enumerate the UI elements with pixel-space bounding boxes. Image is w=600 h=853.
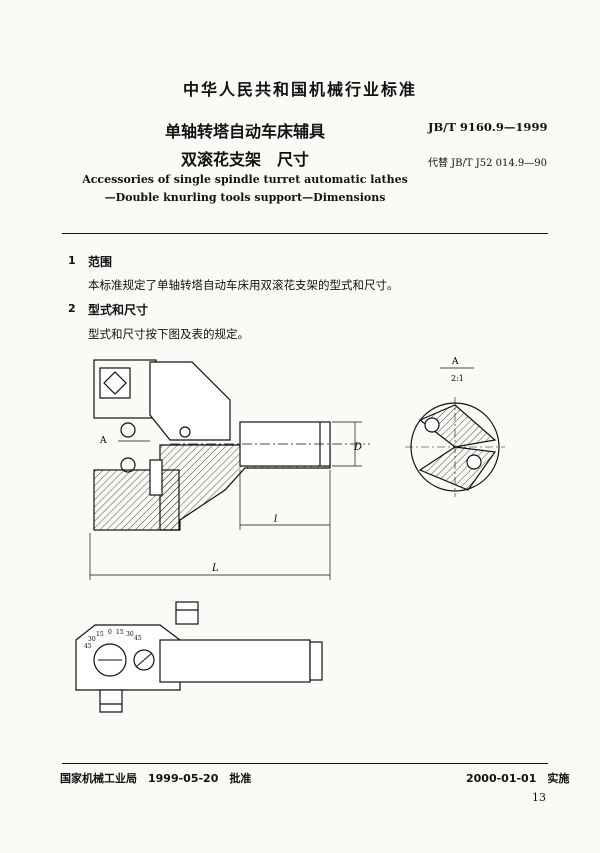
title-chinese-line1: 单轴转塔自动车床辅具 — [164, 122, 325, 141]
section-1-number: 1 — [68, 254, 76, 267]
header-divider — [62, 233, 548, 234]
section-2-text: 型式和尺寸按下图及表的规定。 — [88, 327, 249, 341]
dial-mark-30-left: 30 — [88, 636, 96, 643]
dimension-D-label: D — [353, 442, 362, 453]
implementation-date: 2000-01-01 实施 — [466, 772, 570, 785]
dial-mark-15-left: 15 — [96, 631, 104, 638]
title-english-line2: —Double knurling tools support—Dimension… — [104, 191, 386, 204]
dial-mark-45-left: 45 — [84, 643, 92, 650]
dial-mark-30-right: 30 — [126, 631, 134, 638]
plan-view — [75, 601, 323, 713]
dimension-L-label: L — [211, 563, 219, 574]
issuing-body-heading: 中华人民共和国机械行业标准 — [182, 80, 417, 99]
front-view — [89, 359, 370, 580]
dial-mark-15-right: 15 — [116, 629, 124, 636]
view-A-marker: A — [99, 436, 107, 446]
detail-view-title: A — [451, 357, 459, 367]
dial-mark-45-right: 45 — [134, 635, 142, 642]
dial-mark-0: 0 — [108, 629, 112, 636]
standard-number: JB/T 9160.9—1999 — [428, 120, 548, 134]
section-2-number: 2 — [68, 302, 76, 315]
replaced-standard: 代替 JB/T J52 014.9—90 — [428, 158, 548, 169]
title-chinese-line2: 双滚花支架 尺寸 — [180, 150, 309, 169]
section-1-title: 范围 — [88, 255, 113, 269]
section-1-text: 本标准规定了单轴转塔自动车床用双滚花支架的型式和尺寸。 — [88, 278, 399, 292]
footer-divider — [62, 763, 548, 764]
detail-view-A — [405, 367, 505, 497]
detail-view-scale: 2:1 — [451, 374, 464, 383]
page-number: 13 — [532, 791, 546, 804]
dimension-l-label: l — [274, 514, 277, 525]
section-2-title: 型式和尺寸 — [88, 303, 149, 317]
approval-date: 国家机械工业局 1999-05-20 批准 — [60, 772, 252, 785]
title-english-line1: Accessories of single spindle turret aut… — [82, 173, 408, 186]
